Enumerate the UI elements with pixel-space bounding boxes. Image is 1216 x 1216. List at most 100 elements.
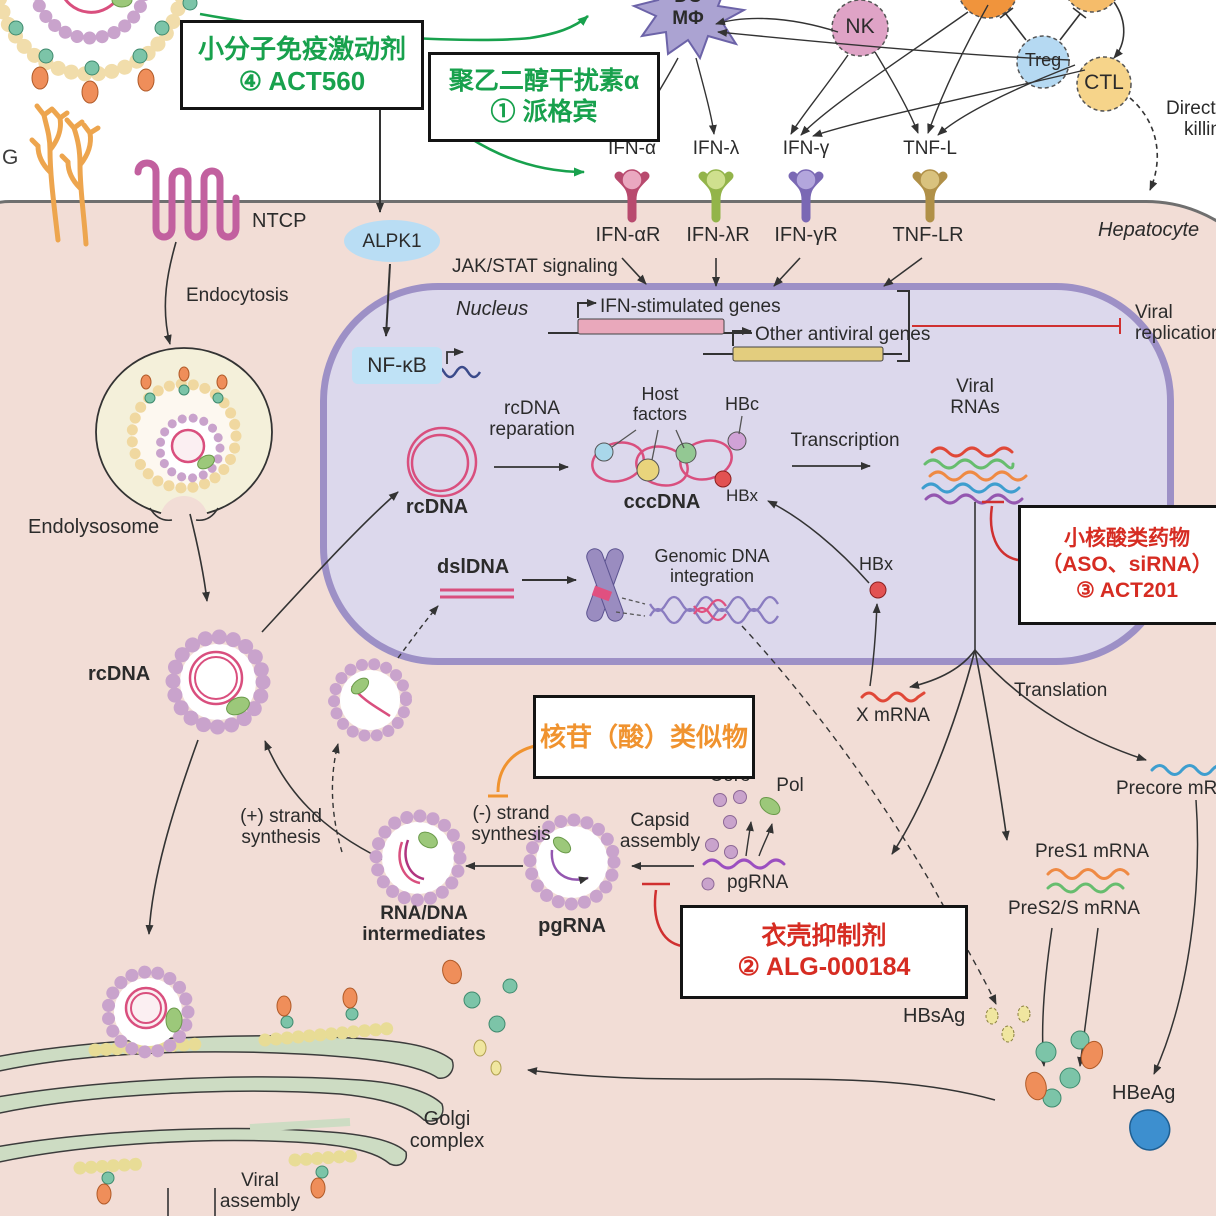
alpk1-label: ALPK1: [362, 231, 422, 252]
arrow-alpk1-nfkb: [382, 263, 391, 337]
rna-dna-intermediates-label: RNA/DNA intermediates: [362, 903, 486, 946]
drug-box-peg-interferon: 聚乙二醇干扰素α ① 派格宾: [428, 52, 660, 142]
dc-macrophage-cell: [630, 0, 748, 61]
alpk1-node: [344, 220, 440, 262]
endolysosome-label: Endolysosome: [28, 516, 160, 538]
viral-rnas-label: Viral RNAs: [950, 376, 1000, 419]
ifn-alpha-receptor-icon: [614, 169, 650, 223]
other-antiviral-gene-unit: [703, 327, 902, 362]
ntcp-receptor-icon: [134, 159, 240, 241]
ifn-genes-label: IFN-stimulated genes: [600, 296, 781, 317]
direct-killing-label: Direct killing: [1166, 98, 1216, 141]
immune-cells: [630, 0, 1132, 112]
arrow-xmrna-hbx: [869, 603, 881, 687]
arrow-capsid-nucleus: [261, 491, 399, 633]
precore-mrna-icon: [1150, 764, 1216, 776]
nk-cell: [831, 0, 889, 57]
rna-dna-capsid-icon: [369, 809, 467, 907]
arrow-capsid-dsldna: [397, 605, 439, 659]
ctl-label: CTL: [1084, 71, 1124, 94]
ifn-stimulated-gene-unit: [548, 299, 752, 335]
hepatocyte-label: Hepatocyte: [1098, 219, 1200, 241]
translation-label: Translation: [1014, 680, 1108, 701]
capsid-inhibitor-line: [642, 882, 683, 948]
nfkb-node: NF-κB: [352, 347, 442, 384]
jak-stat-label: JAK/STAT signaling: [452, 256, 618, 277]
hbc-label: HBc: [724, 394, 760, 414]
tnf-label: TNF-L: [903, 138, 957, 159]
pres1-mrna-icon: [1046, 868, 1130, 880]
pgrna-free-label: pgRNA: [727, 872, 789, 893]
na-inhibitor-line: [488, 744, 536, 798]
mrna-export-arrows: [891, 502, 1147, 855]
arrow-integration-hbsag: [741, 625, 997, 1005]
golgi-label: Golgi complex: [409, 1108, 485, 1153]
viral-rnas-icon: [921, 446, 1028, 505]
treg-label: Treg: [1024, 50, 1062, 70]
hbx-protein-icon: [869, 581, 887, 599]
pgrna-capsid-icon: [523, 813, 621, 911]
nk-label: NK: [845, 15, 875, 38]
arrow-intermediates-capsid: [331, 743, 343, 853]
ifn-gamma-r-label: IFN-γR: [774, 224, 838, 246]
hbeag-icon: [1129, 1109, 1171, 1151]
hbeag-label: HBeAg: [1112, 1082, 1176, 1104]
rcdna-nuclear-label: rcDNA: [405, 496, 469, 518]
drug-box-sirna: 小核酸类药物 （ASO、siRNA） ③ ACT201: [1018, 505, 1216, 625]
nucleus-label: Nucleus: [456, 298, 529, 320]
tnf-r-label: TNF-LR: [892, 224, 964, 246]
dsldna-label: dslDNA: [437, 556, 510, 578]
gene-bracket: [897, 290, 910, 362]
arrow-capsid-golgi: [145, 739, 199, 935]
ntcp-label: NTCP: [252, 210, 307, 232]
pres2-mrna-icon: [1046, 882, 1125, 894]
cccdna-label: cccDNA: [623, 491, 701, 513]
treg-inhibition-bars: [999, 1, 1125, 59]
endocytosis-label: Endocytosis: [186, 285, 289, 306]
hbx-label: HBx: [858, 554, 894, 574]
ctl-cell: [1076, 56, 1132, 112]
drug-box-small-molecule-agonist: 小分子免疫激动剂 ④ ACT560: [180, 20, 424, 110]
cytokine-network-arrows: [632, 4, 1086, 137]
tnf-receptor-icon: [912, 169, 948, 223]
inhibit-viral-replication: [912, 318, 1121, 334]
ifn-gamma-receptor-icon: [788, 169, 824, 223]
arrow-hbx-cccdna: [767, 500, 870, 584]
ifn-alpha-r-label: IFN-αR: [595, 224, 661, 246]
ifn-gamma-label: IFN-γ: [782, 138, 830, 159]
x-mrna-label: X mRNA: [856, 705, 930, 726]
core-pol-pgrna-icons: [701, 790, 786, 891]
endolysosome-icon: [95, 347, 273, 544]
pol-label: Pol: [776, 775, 804, 796]
arrow-endolysosome-rcdna: [189, 513, 210, 602]
arrow-direct-killing: [1129, 97, 1159, 191]
ifn-lambda-label: IFN-λ: [692, 138, 740, 159]
hbv-virion-icon: [0, 0, 198, 104]
sirna-inhibitor-line: [982, 500, 1019, 562]
viral-assembly-arrows: [167, 1188, 216, 1216]
secreted-particles: [442, 959, 518, 1076]
transcription-label: Transcription: [790, 430, 900, 451]
rcdna-capsid-label: rcDNA: [88, 663, 151, 685]
plus-strand-label: (+) strand synthesis: [240, 806, 322, 849]
hbx-cccdna-label: HBx: [725, 486, 759, 505]
antigen-arrows: [527, 799, 1199, 1101]
maturing-capsid-icon: [328, 658, 412, 742]
viral-assembly-label: Viral assembly: [219, 1170, 301, 1213]
minus-strand-label: (-) strand synthesis: [471, 803, 551, 846]
ifn-lambda-r-label: IFN-λR: [686, 224, 750, 246]
x-mrna-icon: [860, 691, 926, 703]
pres1-mrna-label: PreS1 mRNA: [1035, 841, 1150, 862]
cccdna-icon: [591, 415, 747, 488]
rcdna-nuclear-icon: [406, 426, 478, 498]
ifn-alpha-label: IFN-α: [608, 138, 656, 159]
drug-box-nucleoside-analog: 核苷（酸）类似物: [533, 695, 755, 779]
pgrna-capsid-label: pgRNA: [538, 915, 606, 937]
capsid-assembly-label: Capsid assembly: [619, 810, 701, 853]
integration-label: Genomic DNA integration: [654, 546, 770, 587]
treg-cell: [1016, 35, 1070, 89]
hspg-glycan-icon: [29, 103, 101, 247]
reparation-label: rcDNA reparation: [489, 398, 575, 441]
